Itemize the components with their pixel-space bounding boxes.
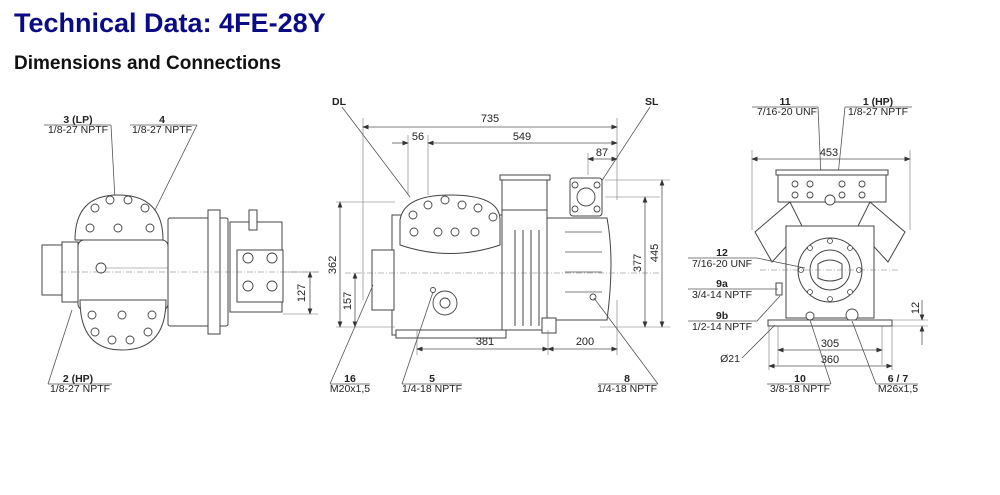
callout-1-hp: 1 (HP) 1/8-27 NPTF — [835, 96, 912, 196]
dimension-453: 453 — [820, 147, 838, 159]
dimension-735: 735 — [481, 113, 499, 125]
svg-text:127: 127 — [296, 284, 308, 302]
section-subtitle: Dimensions and Connections — [14, 53, 282, 74]
callout-8: 8 1/4-18 NPTF — [593, 297, 659, 395]
side-view-drawing: DL SL 735 56 549 87 — [327, 96, 670, 395]
dimension-360: 360 — [821, 354, 839, 366]
dimension-56: 56 — [412, 131, 424, 143]
svg-text:7/16-20 UNF: 7/16-20 UNF — [692, 258, 752, 270]
svg-text:4: 4 — [159, 114, 165, 126]
svg-text:1/8-27 NPTF: 1/8-27 NPTF — [848, 106, 908, 118]
callout-2-hp: 2 (HP) 1/8-27 NPTF — [47, 309, 112, 395]
callout-5: 5 1/4-18 NPTF — [401, 291, 462, 395]
callout-12: 12 7/16-20 UNF — [688, 247, 806, 270]
svg-text:1/4-18 NPTF: 1/4-18 NPTF — [402, 383, 462, 395]
dimension-377: 377 — [632, 254, 644, 272]
svg-text:6 / 7: 6 / 7 — [888, 373, 909, 385]
page-title: Technical Data: 4FE-28Y — [14, 8, 326, 38]
svg-text:9b: 9b — [716, 310, 728, 322]
top-view-drawing: 3 (LP) 1/8-27 NPTF 4 1/8-27 NPTF 2 (HP) … — [41, 114, 320, 395]
svg-text:3 (LP): 3 (LP) — [63, 114, 92, 126]
svg-text:1/8-27 NPTF: 1/8-27 NPTF — [132, 124, 192, 136]
svg-text:1/4-18 NPTF: 1/4-18 NPTF — [597, 383, 657, 395]
callout-10: 10 3/8-18 NPTF — [767, 319, 832, 395]
dimension-362: 362 — [327, 256, 339, 274]
dimension-549: 549 — [513, 131, 531, 143]
svg-text:2 (HP): 2 (HP) — [63, 373, 93, 385]
svg-text:1 (HP): 1 (HP) — [863, 96, 893, 108]
dimension-12: 12 — [910, 302, 922, 314]
svg-text:Ø21: Ø21 — [720, 353, 740, 365]
callout-16: 16 M20x1,5 — [329, 284, 374, 395]
dimension-445: 445 — [649, 244, 661, 262]
svg-text:16: 16 — [344, 373, 356, 385]
callout-4: 4 1/8-27 NPTF — [130, 114, 198, 211]
callout-9b: 9b 1/2-14 NPTF — [688, 295, 781, 333]
callout-3-lp: 3 (LP) 1/8-27 NPTF — [44, 114, 116, 201]
svg-text:1/8-27 NPTF: 1/8-27 NPTF — [48, 124, 108, 136]
svg-text:9a: 9a — [716, 278, 728, 290]
dimension-305: 305 — [821, 338, 839, 350]
svg-text:12: 12 — [716, 247, 728, 259]
dimension-157: 157 — [342, 292, 354, 310]
svg-text:7/16-20 UNF: 7/16-20 UNF — [757, 106, 817, 118]
front-view-drawing: 11 7/16-20 UNF 1 (HP) 1/8-27 NPTF 453 — [688, 96, 928, 395]
dimension-hole-21: Ø21 — [720, 324, 776, 365]
svg-text:3/4-14 NPTF: 3/4-14 NPTF — [692, 289, 752, 301]
dl-label: DL — [332, 96, 347, 108]
callout-9a: 9a 3/4-14 NPTF — [688, 278, 778, 301]
dimension-127: 127 — [283, 271, 318, 315]
svg-text:10: 10 — [794, 373, 806, 385]
dimension-87: 87 — [596, 147, 608, 159]
svg-text:M26x1,5: M26x1,5 — [878, 383, 918, 395]
svg-text:5: 5 — [429, 373, 435, 385]
dimension-200: 200 — [576, 336, 594, 348]
svg-text:1/2-14 NPTF: 1/2-14 NPTF — [692, 321, 752, 333]
callout-6-7: 6 / 7 M26x1,5 — [851, 320, 918, 395]
svg-text:3/8-18 NPTF: 3/8-18 NPTF — [770, 383, 830, 395]
dimension-381: 381 — [476, 336, 494, 348]
sl-label: SL — [645, 96, 659, 108]
svg-text:1/8-27 NPTF: 1/8-27 NPTF — [50, 383, 110, 395]
svg-text:M20x1,5: M20x1,5 — [330, 383, 370, 395]
svg-text:11: 11 — [779, 96, 790, 108]
svg-text:8: 8 — [624, 373, 630, 385]
